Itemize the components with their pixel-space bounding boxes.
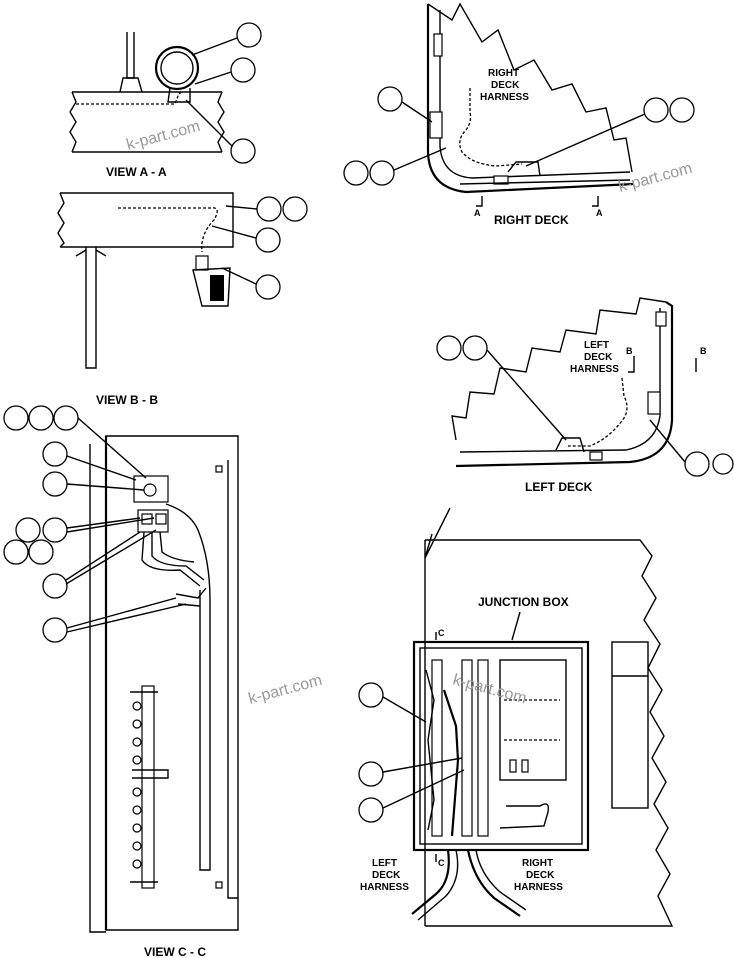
callout-bubble[interactable] bbox=[53, 405, 79, 431]
callout-bubble[interactable] bbox=[684, 451, 710, 477]
jb-right-harness-line-1: RIGHT bbox=[522, 858, 553, 869]
view-b-b-drawing bbox=[57, 192, 234, 369]
watermark: k-part.com bbox=[617, 160, 694, 196]
callout-bubble[interactable] bbox=[28, 539, 54, 565]
callout-bubble[interactable] bbox=[256, 196, 282, 222]
view-a-a-drawing bbox=[69, 32, 225, 153]
callout-bubble[interactable] bbox=[42, 471, 68, 497]
jb-right-harness-line-2: DECK bbox=[526, 870, 555, 881]
section-b-right-marker: B bbox=[700, 346, 707, 356]
left-deck-harness-line-3: HARNESS bbox=[570, 364, 619, 375]
junction-box-internals bbox=[425, 659, 567, 837]
callout-bubble[interactable] bbox=[42, 617, 68, 643]
callout-bubble[interactable] bbox=[3, 539, 29, 565]
view-b-b-label: VIEW B - B bbox=[96, 393, 158, 407]
callout-bubble[interactable] bbox=[255, 227, 281, 253]
callout-bubble[interactable] bbox=[369, 160, 395, 186]
callout-bubble[interactable] bbox=[15, 517, 41, 543]
section-c-bottom-marker: C bbox=[438, 858, 445, 868]
jb-left-harness-line-1: LEFT bbox=[372, 858, 397, 869]
right-deck-label: RIGHT DECK bbox=[494, 213, 569, 227]
callout-bubble[interactable] bbox=[343, 160, 369, 186]
junction-box-drawing bbox=[411, 507, 674, 927]
left-deck-harness-line-1: LEFT bbox=[584, 340, 609, 351]
callout-bubble[interactable] bbox=[28, 405, 54, 431]
callout-bubble[interactable] bbox=[712, 453, 734, 475]
callout-bubble[interactable] bbox=[462, 335, 488, 361]
callout-bubble[interactable] bbox=[643, 97, 669, 123]
left-deck-harness-line-2: DECK bbox=[584, 352, 613, 363]
callout-bubble[interactable] bbox=[42, 573, 68, 599]
watermark: k-part.com bbox=[125, 118, 202, 154]
view-a-a-label: VIEW A - A bbox=[106, 165, 167, 179]
view-c-c-drawing bbox=[89, 435, 239, 933]
callout-bubble[interactable] bbox=[236, 22, 262, 48]
section-b-left-marker: B bbox=[626, 346, 633, 356]
right-deck-harness-line-3: HARNESS bbox=[480, 92, 529, 103]
section-c-top-marker: C bbox=[438, 628, 445, 638]
jb-left-harness-line-2: DECK bbox=[372, 870, 401, 881]
callout-bubble[interactable] bbox=[42, 517, 68, 543]
callout-bubble[interactable] bbox=[42, 441, 68, 467]
callout-bubble[interactable] bbox=[282, 196, 308, 222]
left-deck-label: LEFT DECK bbox=[525, 480, 593, 494]
callout-bubble[interactable] bbox=[255, 274, 281, 300]
callout-bubble[interactable] bbox=[358, 797, 384, 823]
junction-box-label: JUNCTION BOX bbox=[478, 595, 569, 609]
callout-bubble[interactable] bbox=[3, 405, 29, 431]
callout-bubble[interactable] bbox=[358, 761, 384, 787]
callout-bubble[interactable] bbox=[358, 682, 384, 708]
right-deck-harness-line-1: RIGHT bbox=[488, 68, 519, 79]
right-deck-harness-line-2: DECK bbox=[491, 80, 520, 91]
watermark: k-part.com bbox=[247, 672, 324, 708]
callout-bubble[interactable] bbox=[230, 57, 256, 83]
callout-bubble[interactable] bbox=[377, 86, 403, 112]
junction-box-leader bbox=[511, 611, 521, 641]
left-deck-drawing bbox=[451, 297, 697, 468]
view-c-c-label: VIEW C - C bbox=[144, 945, 206, 958]
callout-bubble[interactable] bbox=[230, 138, 256, 164]
callout-bubble[interactable] bbox=[669, 97, 695, 123]
section-a-right-marker: A bbox=[596, 208, 603, 218]
jb-right-harness-line-3: HARNESS bbox=[514, 882, 563, 893]
jb-left-harness-line-3: HARNESS bbox=[360, 882, 409, 893]
section-a-left-marker: A bbox=[474, 208, 481, 218]
terminal-strip bbox=[130, 685, 169, 889]
right-deck-drawing bbox=[426, 2, 635, 207]
callout-bubble[interactable] bbox=[436, 335, 462, 361]
